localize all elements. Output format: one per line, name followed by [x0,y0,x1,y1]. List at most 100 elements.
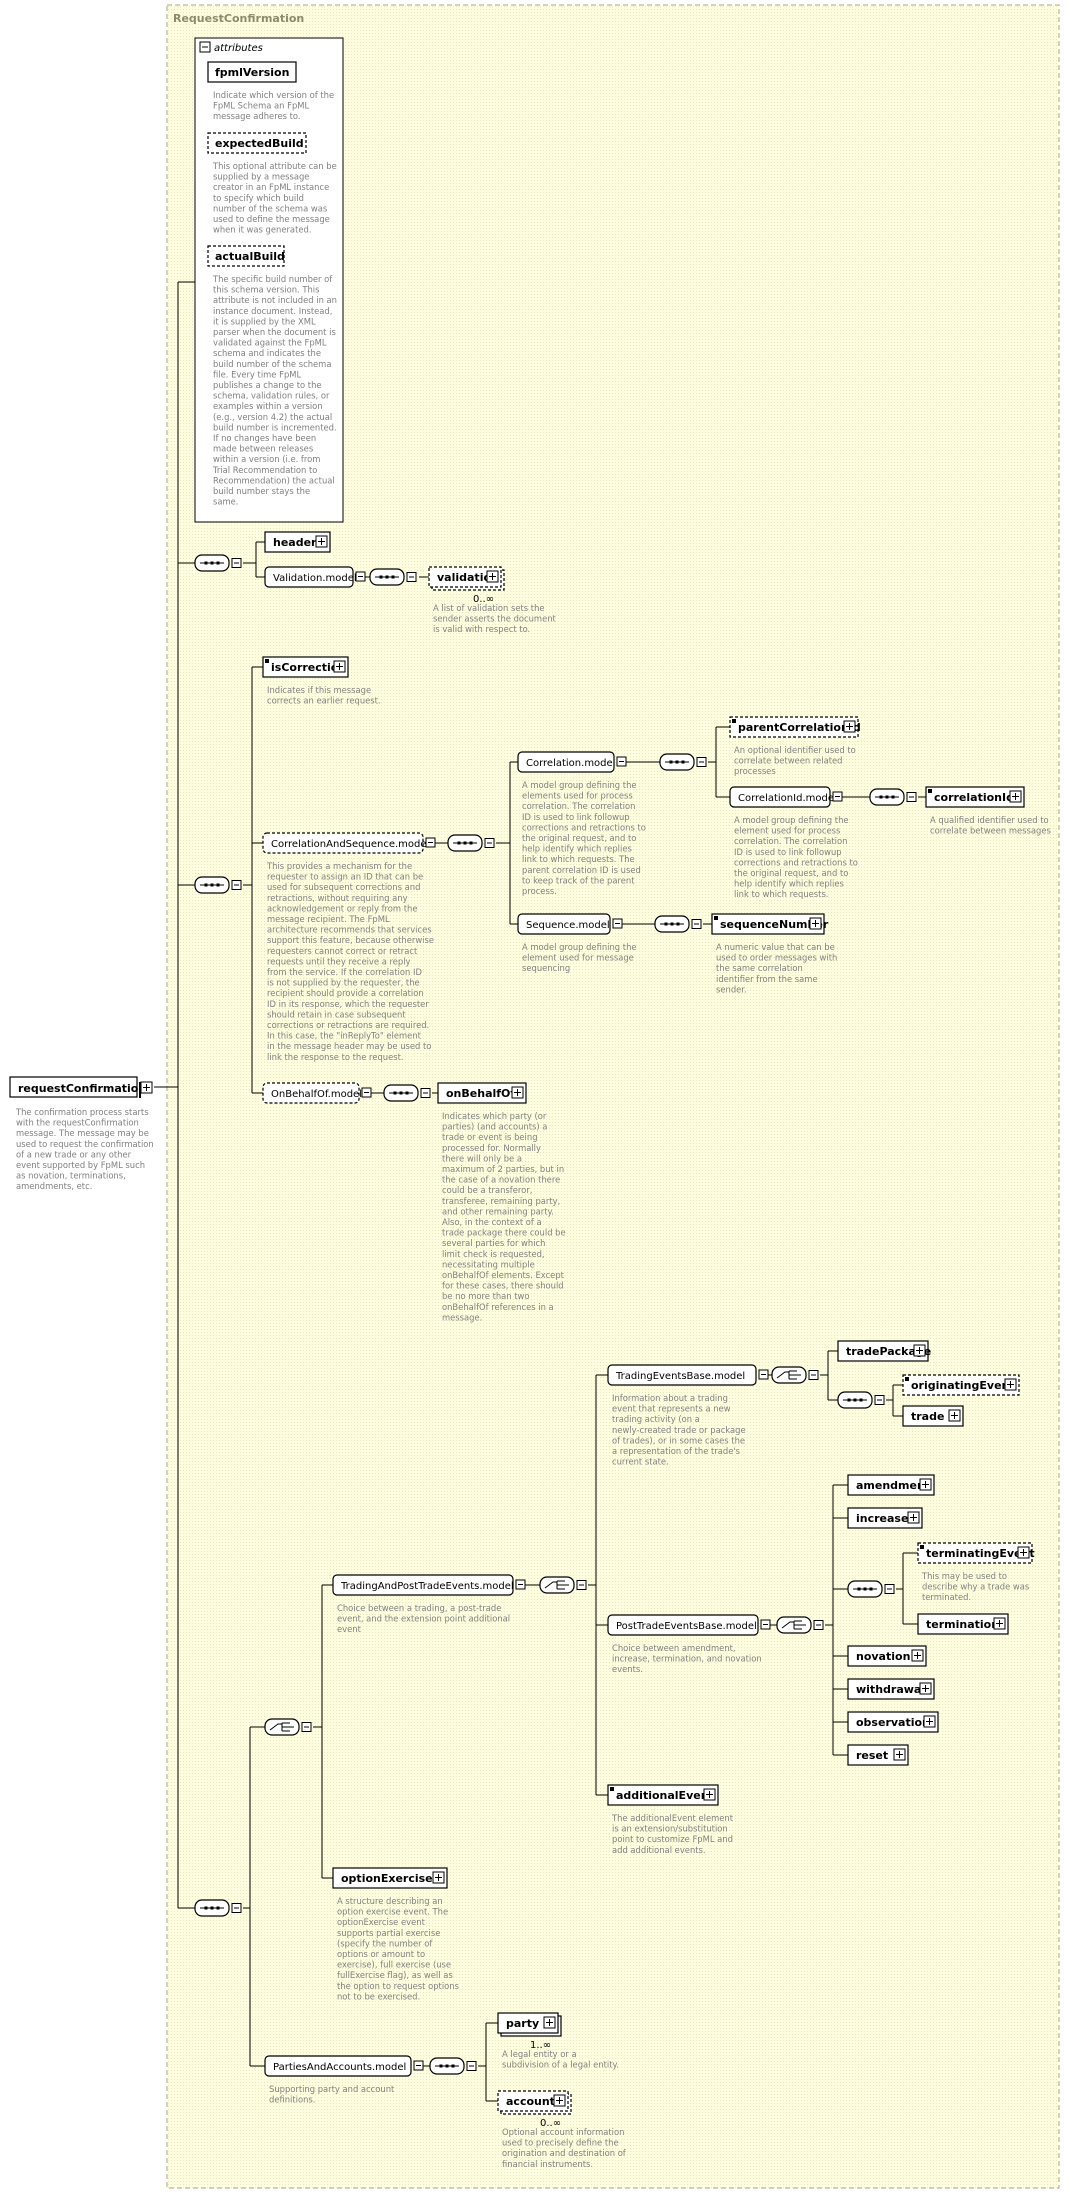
element-label: header [273,536,317,549]
element-label: CorrelationId.model [738,793,837,804]
sequence-compositor[interactable] [429,2057,477,2075]
element-withdrawal[interactable]: withdrawal [847,1678,935,1700]
element-label: reset [856,1749,888,1762]
element-label: party [506,2017,539,2030]
element-reset[interactable]: reset [847,1744,909,1766]
element-label: observation [856,1716,930,1729]
element-label: account [506,2095,555,2108]
element-label: OnBehalfOf.model [271,1089,362,1100]
element-label: optionExercise [341,1872,433,1885]
element-increase[interactable]: increase [847,1507,923,1529]
element-termination[interactable]: termination [917,1613,1009,1635]
element-validation_model[interactable]: Validation.model [264,566,366,588]
sequence-compositor[interactable] [837,1391,885,1409]
choice-compositor[interactable] [776,1616,824,1634]
attributes-label: attributes [214,43,263,54]
cardinality: 1..∞ [530,2040,551,2051]
element-novation[interactable]: novation [847,1645,927,1667]
element-label: tradePackage [846,1345,931,1358]
attribute-label: actualBuild [215,250,285,263]
sequence-compositor[interactable] [369,568,417,586]
element-amendment[interactable]: amendment [847,1474,935,1496]
sequence-compositor[interactable] [383,1084,431,1102]
sequence-compositor[interactable] [194,876,242,894]
compositors [194,554,917,2075]
element-doc: Choice between amendment,increase, termi… [612,1643,762,1674]
element-trade[interactable]: trade [902,1405,964,1427]
element-label: amendment [856,1479,930,1492]
element-label: Sequence.model [526,920,610,931]
choice-compositor[interactable] [771,1366,819,1384]
element-label: Validation.model [273,573,357,584]
element-label: additionalEvent [616,1789,714,1802]
element-label: CorrelationAndSequence.model [271,839,429,850]
root-element[interactable]: requestConfirmation [9,1076,146,1098]
attributes-frame [194,37,344,523]
sequence-compositor[interactable] [194,554,242,572]
sequence-compositor[interactable] [194,1899,242,1917]
root-element-label: requestConfirmation [18,1082,146,1095]
element-label: isCorrection [271,661,346,674]
sequence-compositor[interactable] [447,834,495,852]
element-label: validation [437,571,499,584]
choice-compositor[interactable] [264,1718,312,1736]
element-label: termination [926,1618,999,1631]
element-header[interactable]: header [264,531,331,553]
choice-compositor[interactable] [539,1576,587,1594]
element-sequenceNumber[interactable]: sequenceNumber A numeric value that can b… [711,913,837,994]
element-label: originatingEvent [911,1379,1015,1392]
complex-type-title: RequestConfirmation [173,12,304,25]
element-observation[interactable]: observation [847,1711,939,1733]
element-label: TradingEventsBase.model [615,1371,745,1382]
element-originatingEvent[interactable]: originatingEvent [902,1374,1020,1396]
element-tradePackage[interactable]: tradePackage [837,1340,931,1362]
element-label: novation [856,1650,910,1663]
sequence-compositor[interactable] [659,753,707,771]
element-label: trade [911,1410,944,1423]
sequence-compositor[interactable] [869,788,917,806]
element-label: sequenceNumber [720,918,829,931]
sequence-compositor[interactable] [654,915,702,933]
sequence-compositor[interactable] [847,1580,895,1598]
element-onBehalfOf_model[interactable]: OnBehalfOf.model [262,1082,372,1104]
element-label: TradingAndPostTradeEvents.model [340,1581,514,1592]
